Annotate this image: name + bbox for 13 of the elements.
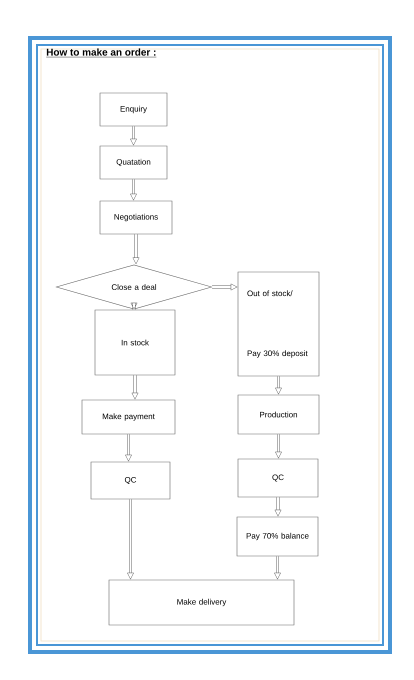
arrow xyxy=(130,302,138,310)
arrow xyxy=(274,556,281,580)
arrow xyxy=(275,434,282,458)
arrow xyxy=(127,499,134,580)
arrow xyxy=(212,284,238,290)
arrow xyxy=(130,179,137,200)
arrow xyxy=(132,234,140,264)
arrow xyxy=(125,434,132,462)
title: How to make an order : xyxy=(46,48,157,58)
arrow xyxy=(132,375,138,400)
arrow xyxy=(274,497,282,516)
arrow xyxy=(275,376,282,394)
arrow xyxy=(130,126,137,146)
